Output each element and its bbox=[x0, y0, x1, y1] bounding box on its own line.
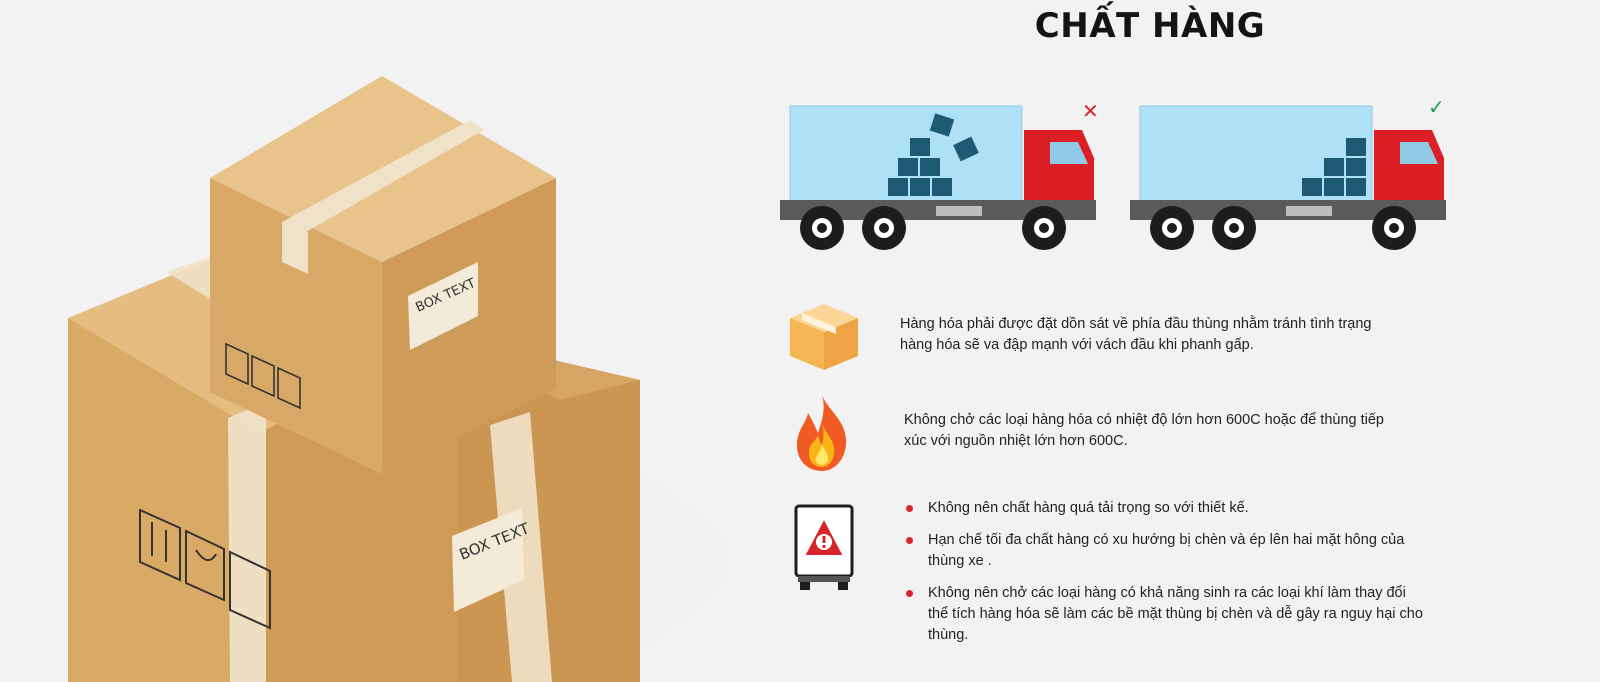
rule-text-temperature: Không chở các loại hàng hóa có nhiệt độ … bbox=[904, 412, 1384, 449]
truck-warning-icon bbox=[794, 504, 854, 590]
handling-symbols-icon bbox=[139, 508, 271, 630]
unstacked-crates bbox=[888, 113, 979, 196]
wrong-mark-icon: ✕ bbox=[1082, 101, 1099, 123]
list-item: Không nên chở các loại hàng có khả năng … bbox=[906, 583, 1426, 646]
page-title: CHẤT HÀNG bbox=[1034, 6, 1266, 46]
fire-icon bbox=[796, 395, 847, 471]
stacked-cardboard-boxes-illustration: BOX TEXT BOX TEXT bbox=[68, 76, 760, 682]
bullet-dot-icon bbox=[906, 590, 913, 597]
bullet-dot-icon bbox=[906, 505, 913, 512]
small-handling-symbols-icon bbox=[225, 342, 301, 410]
stacked-crates bbox=[1302, 138, 1366, 196]
bullet-dot-icon bbox=[906, 537, 913, 544]
cardboard-box-icon bbox=[790, 304, 858, 370]
truck-correct-loading-illustration bbox=[1130, 105, 1446, 250]
list-item: Không nên chất hàng quá tải trọng so với… bbox=[906, 498, 1426, 519]
rule-text-stacking: Hàng hóa phải được đặt dồn sát về phía đ… bbox=[900, 316, 1372, 353]
list-item: Hạn chế tối đa chất hàng có xu hướng bị … bbox=[906, 530, 1426, 572]
truck-wrong-loading-illustration bbox=[780, 105, 1096, 250]
loading-rules-list: Không nên chất hàng quá tải trọng so với… bbox=[906, 498, 1426, 657]
check-mark-icon: ✓ bbox=[1428, 97, 1445, 119]
